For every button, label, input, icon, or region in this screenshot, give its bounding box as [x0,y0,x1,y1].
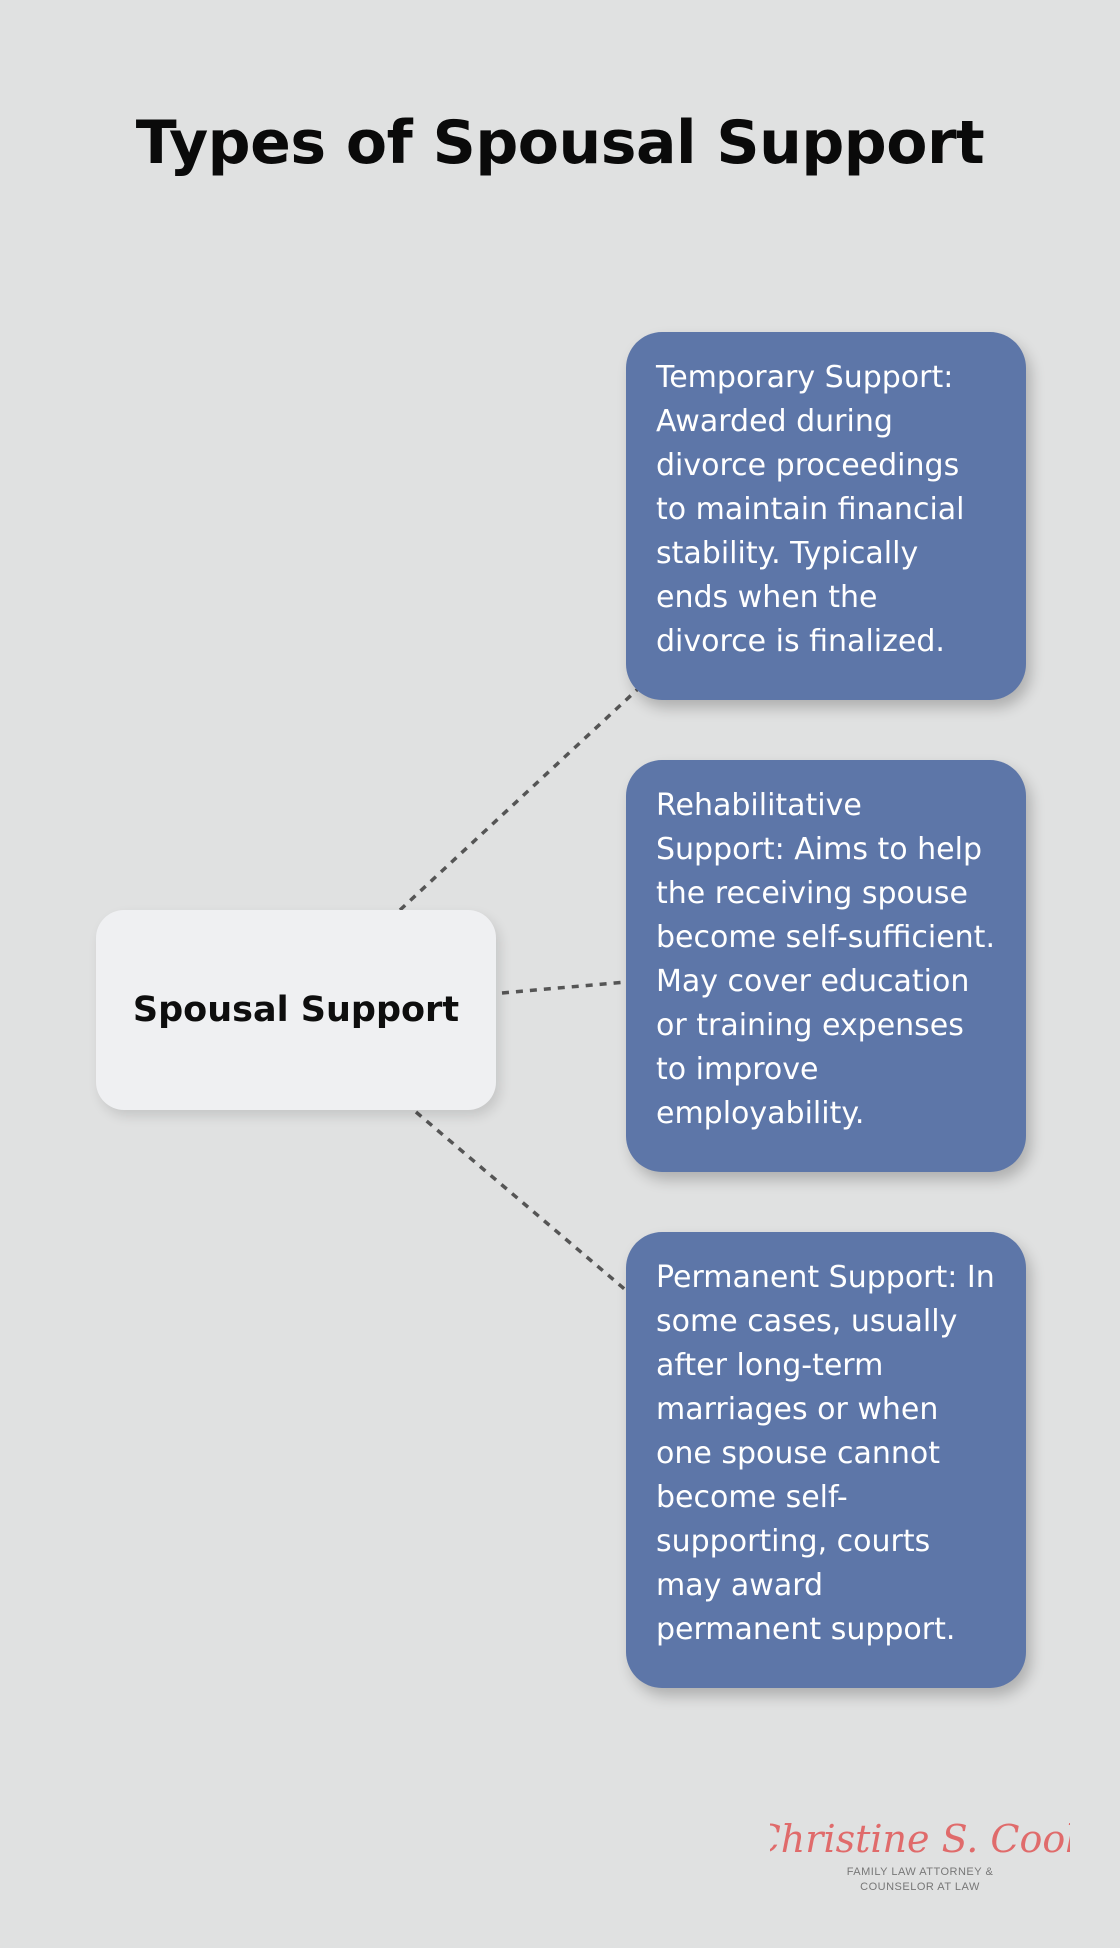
center-node-label: Spousal Support [132,990,460,1030]
logo-script-name: Christine S. Cook [770,1817,1070,1861]
card-temporary-support: Temporary Support: Awarded during divorc… [626,332,1026,700]
card-rehabilitative-support: Rehabilitative Support: Aims to help the… [626,760,1026,1172]
card-text: Permanent Support: In some cases, usuall… [656,1260,995,1647]
logo-tagline-line1: FAMILY LAW ATTORNEY & [847,1866,994,1878]
card-text: Temporary Support: Awarded during divorc… [656,360,965,659]
center-node: Spousal Support [96,910,496,1110]
connector-line-permanent [414,1110,630,1294]
connector-line-temporary [398,685,642,912]
card-permanent-support: Permanent Support: In some cases, usuall… [626,1232,1026,1688]
card-text: Rehabilitative Support: Aims to help the… [656,788,995,1131]
page-title: Types of Spousal Support [135,108,985,178]
connector-line-rehabilitative [501,980,627,995]
brand-logo: Christine S. Cook FAMILY LAW ATTORNEY & … [770,1817,1070,1893]
logo-tagline-line2: COUNSELOR AT LAW [860,1881,980,1893]
